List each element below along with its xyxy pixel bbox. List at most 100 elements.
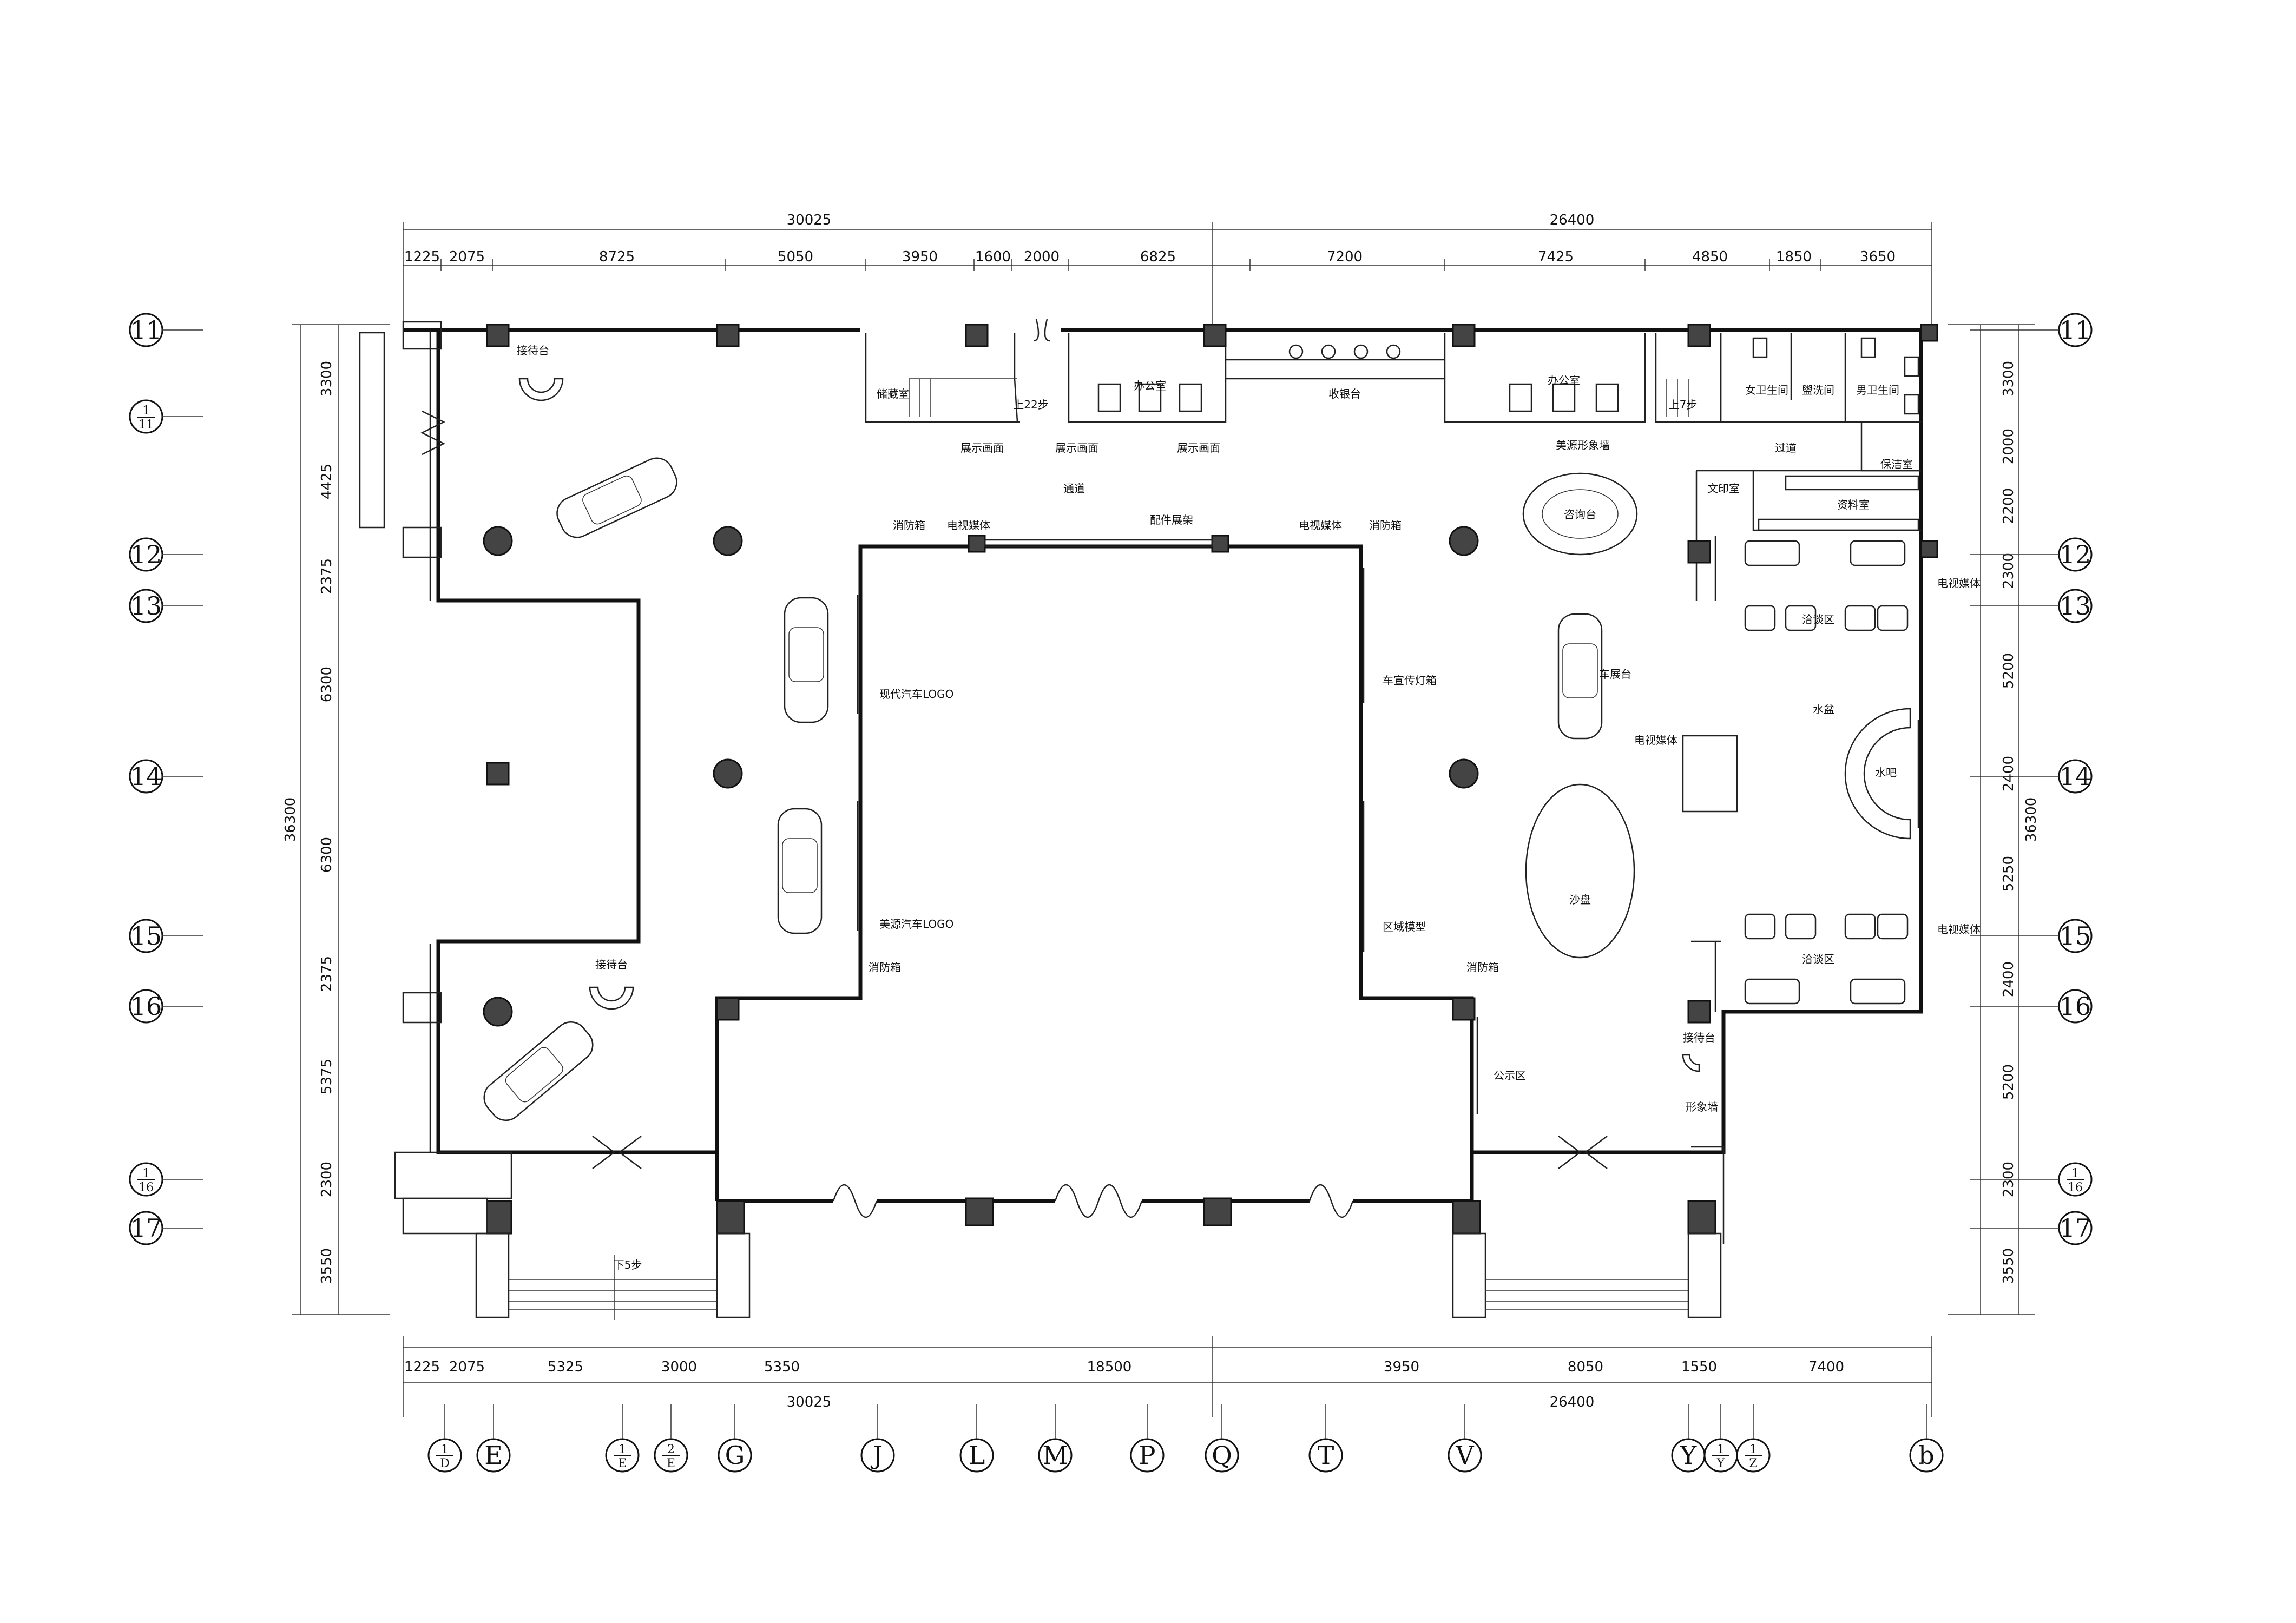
svg-text:E: E xyxy=(618,1457,627,1470)
right-dimensions: 3300 2000 2200 2300 5200 2400 5250 2400 … xyxy=(2001,361,2040,1284)
svg-text:1: 1 xyxy=(1717,1443,1725,1456)
stairs-icon xyxy=(909,378,1689,417)
label-female-wc: 女卫生间 xyxy=(1745,384,1788,397)
label-male-wc: 男卫生间 xyxy=(1856,384,1899,397)
svg-text:2200: 2200 xyxy=(2001,488,2017,524)
svg-text:2400: 2400 xyxy=(2001,961,2017,997)
column xyxy=(713,526,743,556)
bottom-seg: 2075 xyxy=(449,1359,485,1375)
svg-text:1: 1 xyxy=(619,1443,626,1456)
svg-text:2375: 2375 xyxy=(319,956,335,992)
row-axis-marker: 12 xyxy=(129,537,203,572)
column xyxy=(965,1197,994,1226)
column-axis-marker: J xyxy=(860,1404,895,1473)
svg-text:5250: 5250 xyxy=(2001,856,2017,892)
row-axis-marker: 14 xyxy=(1970,759,2093,794)
door-icon xyxy=(1033,319,1050,342)
svg-text:3300: 3300 xyxy=(319,361,335,397)
svg-text:36300: 36300 xyxy=(282,797,299,842)
label-negotiation-2: 洽谈区 xyxy=(1802,953,1834,966)
svg-text:2: 2 xyxy=(667,1443,675,1456)
svg-text:E: E xyxy=(484,1441,503,1470)
column xyxy=(965,324,989,347)
columns xyxy=(483,324,1938,1235)
column-axis-marker: P xyxy=(1130,1404,1165,1473)
svg-text:11: 11 xyxy=(139,418,154,432)
dimension-lines xyxy=(292,222,2035,1417)
column-axis-marker: b xyxy=(1909,1404,1944,1473)
row-axis-marker: 16 xyxy=(1970,989,2093,1024)
svg-text:1: 1 xyxy=(2071,1167,2079,1180)
svg-text:36300: 36300 xyxy=(2023,797,2040,842)
label-display-2: 展示画面 xyxy=(1055,441,1098,454)
label-consult-desk: 咨询台 xyxy=(1564,508,1596,521)
svg-text:D: D xyxy=(440,1457,450,1470)
furniture xyxy=(518,337,1919,1114)
top-seg: 4850 xyxy=(1692,249,1728,265)
svg-text:2375: 2375 xyxy=(319,558,335,594)
row-axis-marker: 15 xyxy=(129,919,203,953)
svg-text:P: P xyxy=(1139,1441,1156,1470)
svg-text:17: 17 xyxy=(2060,1213,2091,1243)
column xyxy=(713,758,743,789)
svg-text:16: 16 xyxy=(2060,992,2091,1021)
svg-text:Y: Y xyxy=(1680,1441,1697,1470)
svg-text:2400: 2400 xyxy=(2001,756,2017,791)
svg-text:5200: 5200 xyxy=(2001,653,2017,689)
left-dimensions: 3300 4425 2375 6300 6300 2375 5375 2300 … xyxy=(282,361,335,1284)
column-axis-marker: 1Y xyxy=(1703,1404,1738,1473)
label-fire-box: 消防箱 xyxy=(1369,519,1402,532)
top-seg: 7425 xyxy=(1538,249,1574,265)
label-tv-media: 电视媒体 xyxy=(947,519,990,532)
bottom-seg: 1550 xyxy=(1681,1359,1717,1375)
label-meiyuan-logo: 美源汽车LOGO xyxy=(879,918,953,931)
column xyxy=(1687,540,1711,564)
svg-text:5200: 5200 xyxy=(2001,1064,2017,1100)
column xyxy=(1920,324,1938,342)
svg-text:G: G xyxy=(725,1441,745,1470)
label-reception-top: 接待台 xyxy=(517,344,549,357)
column xyxy=(968,535,986,553)
row-axis-marker: 16 xyxy=(129,989,203,1024)
consult-desk xyxy=(1522,472,1638,556)
label-parts-rack: 配件展架 xyxy=(1150,513,1193,526)
reception-desk xyxy=(518,378,564,401)
svg-text:15: 15 xyxy=(130,921,162,951)
label-stairs-up-22: 上22步 xyxy=(1013,398,1048,411)
label-tv-media: 电视媒体 xyxy=(1634,734,1677,747)
label-stairs-up-7: 上7步 xyxy=(1669,398,1698,411)
label-washroom: 盥洗间 xyxy=(1802,384,1834,397)
svg-text:3550: 3550 xyxy=(2001,1248,2017,1284)
bottom-seg: 18500 xyxy=(1087,1359,1132,1375)
column xyxy=(1920,540,1938,558)
top-seg: 8725 xyxy=(599,249,635,265)
svg-text:E: E xyxy=(667,1457,675,1470)
reception-desk xyxy=(1682,1054,1700,1072)
label-storage: 储藏室 xyxy=(877,387,909,400)
label-fire-box: 消防箱 xyxy=(869,961,901,974)
top-seg: 1850 xyxy=(1776,249,1812,265)
svg-text:15: 15 xyxy=(2060,921,2091,951)
row-axis-marker: 11 xyxy=(1970,313,2093,347)
label-cleaning: 保洁室 xyxy=(1880,458,1913,471)
column xyxy=(1452,997,1476,1021)
column xyxy=(1203,1197,1232,1226)
label-negotiation-1: 洽谈区 xyxy=(1802,613,1834,626)
label-fire-box: 消防箱 xyxy=(893,519,925,532)
label-sand-table: 沙盘 xyxy=(1569,893,1591,906)
bottom-dimensions: 1225 2075 5325 3000 5350 18500 3950 8050… xyxy=(404,1359,1844,1410)
column xyxy=(1203,324,1227,347)
column-axis-marker: 1Z xyxy=(1736,1404,1771,1473)
column xyxy=(1452,324,1476,347)
svg-text:6300: 6300 xyxy=(319,837,335,873)
bottom-total-left: 30025 xyxy=(787,1394,832,1410)
column xyxy=(1449,758,1479,789)
svg-text:2300: 2300 xyxy=(319,1162,335,1197)
bottom-total-right: 26400 xyxy=(1550,1394,1595,1410)
column-axis-marker: T xyxy=(1308,1404,1343,1473)
svg-text:11: 11 xyxy=(130,315,162,345)
svg-text:M: M xyxy=(1042,1441,1068,1470)
label-reception-left: 接待台 xyxy=(595,958,628,971)
row-axis-marker: 116 xyxy=(1970,1162,2093,1197)
